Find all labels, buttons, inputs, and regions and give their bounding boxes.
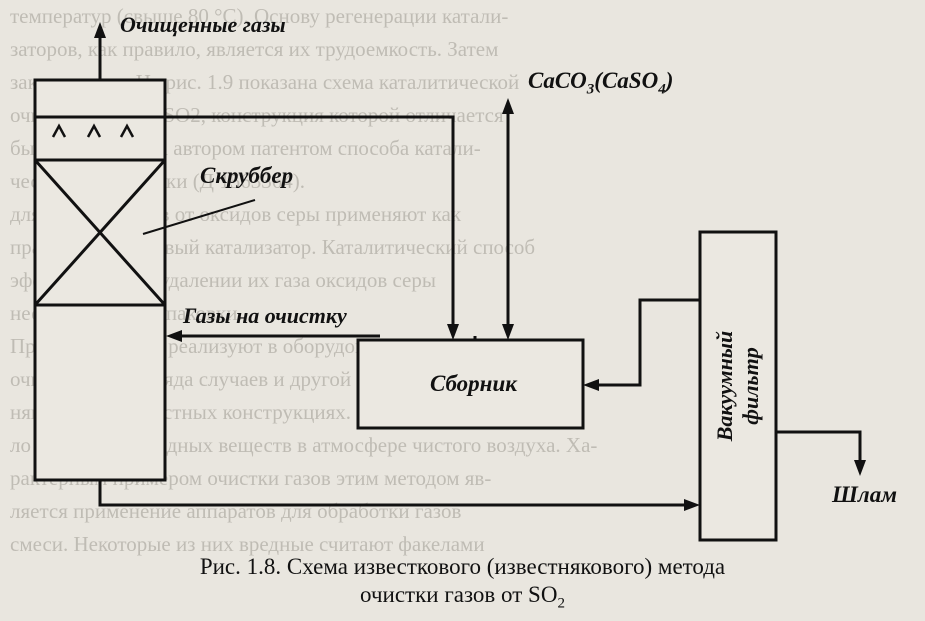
scrubber-column xyxy=(33,78,167,482)
filter-label: Вакуумный фильтр xyxy=(712,331,764,442)
packing-cross-b xyxy=(33,158,167,307)
slurry-line xyxy=(98,480,690,507)
arrow-reagent-down xyxy=(502,324,514,340)
arrow-filtrate xyxy=(583,379,599,391)
scrubber-leader-line xyxy=(142,199,256,235)
filter-label-line-1: Вакуумный xyxy=(712,330,737,442)
collector-tank xyxy=(356,338,585,430)
caption-line-2-text: очистки газов от SO xyxy=(360,582,558,607)
arrow-gas-inlet xyxy=(166,330,182,342)
reagent-subscript-2: 4 xyxy=(658,81,666,98)
sludge-line xyxy=(776,430,862,468)
spray-nozzle-2 xyxy=(86,123,102,138)
figure-caption-line-1: Рис. 1.8. Схема известкового (известняко… xyxy=(199,554,726,579)
spray-feed-line xyxy=(165,115,455,332)
reagent-label: CaCO3(CaSO4) xyxy=(528,68,673,99)
gas-inlet-label: Газы на очистку xyxy=(183,303,347,328)
caption-line-2-subscript: 2 xyxy=(557,595,565,612)
collector-label: Сборник xyxy=(430,371,517,396)
arrow-slurry xyxy=(684,499,700,511)
arrow-reagent-up xyxy=(502,98,514,114)
scrubber-label: Скруббер xyxy=(200,163,294,188)
arrow-sludge xyxy=(854,460,866,476)
reagent-prefix: CaCO xyxy=(528,68,587,93)
reagent-subscript-1: 3 xyxy=(586,81,595,98)
filter-label-line-2: фильтр xyxy=(738,347,763,425)
filtrate-return-line xyxy=(589,298,700,387)
figure-caption-line-2: очистки газов от SO2 xyxy=(0,582,925,613)
vacuum-filter xyxy=(698,230,778,542)
reagent-mid: (CaSO xyxy=(594,68,659,93)
spray-nozzle-1 xyxy=(51,123,67,138)
arrow-clean-gas xyxy=(94,22,106,38)
clean-gas-label: Очищенные газы xyxy=(120,12,286,37)
sludge-label: Шлам xyxy=(832,482,897,507)
arrow-spray-feed xyxy=(447,324,459,340)
spray-nozzle-3 xyxy=(119,123,135,138)
reagent-suffix: ) xyxy=(665,68,674,93)
